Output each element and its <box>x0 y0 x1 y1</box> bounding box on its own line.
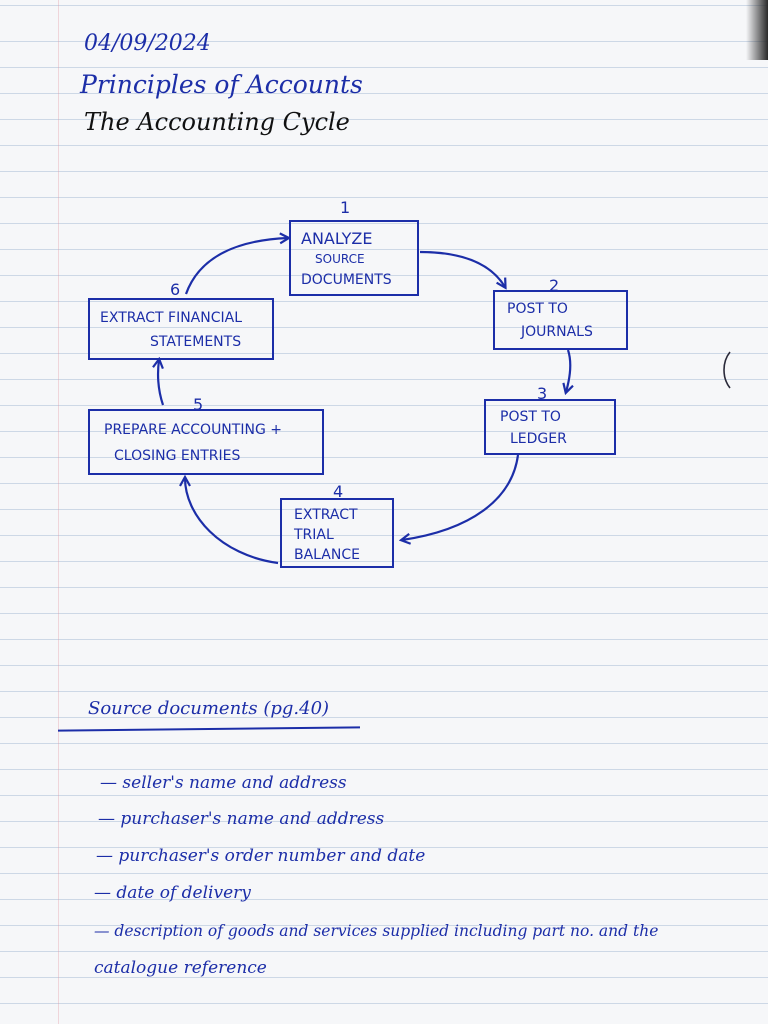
step-5-box: PREPARE ACCOUNTING + CLOSING ENTRIES <box>88 409 324 475</box>
arrow-1-to-2 <box>419 250 505 287</box>
page-corner-shadow <box>746 0 768 60</box>
step-2-line-1: POST TO <box>507 301 568 317</box>
step-6-line-2: STATEMENTS <box>150 334 242 350</box>
note-item: catalogue reference <box>94 958 267 978</box>
step-3-line-1: POST TO <box>500 409 561 425</box>
margin-mark <box>723 351 731 389</box>
step-4-line-3: BALANCE <box>294 547 360 563</box>
step-2-box: POST TO JOURNALS <box>493 290 628 350</box>
arrow-4-to-5 <box>185 478 279 565</box>
note-item: — seller's name and address <box>100 773 347 793</box>
step-2-line-2: JOURNALS <box>521 324 593 340</box>
step-4-line-1: EXTRACT <box>294 507 358 523</box>
arrow-5-to-6 <box>158 360 165 406</box>
step-1-box: ANALYZE SOURCE DOCUMENTS <box>289 220 419 296</box>
arrow-3-to-4 <box>402 454 520 540</box>
note-item: — purchaser's name and address <box>98 809 385 829</box>
step-5-line-2: CLOSING ENTRIES <box>114 448 241 464</box>
margin-line <box>58 0 59 1024</box>
step-6-number: 6 <box>170 280 181 299</box>
step-6-box: EXTRACT FINANCIAL STATEMENTS <box>88 298 274 360</box>
step-3-number: 3 <box>537 384 548 403</box>
step-1-line-3: DOCUMENTS <box>301 272 392 288</box>
step-1-number: 1 <box>340 198 351 217</box>
source-documents-heading: Source documents (pg.40) <box>88 698 330 719</box>
step-4-line-2: TRIAL <box>294 527 334 543</box>
arrow-2-to-3 <box>566 349 570 392</box>
step-1-line-1: ANALYZE <box>301 229 373 248</box>
step-2-number: 2 <box>549 276 560 295</box>
note-item: — description of goods and services supp… <box>94 922 659 940</box>
step-6-line-1: EXTRACT FINANCIAL <box>100 310 242 326</box>
step-1-line-2: SOURCE <box>315 252 365 266</box>
note-item: — date of delivery <box>94 883 251 903</box>
page-title: The Accounting Cycle <box>84 108 350 136</box>
step-3-box: POST TO LEDGER <box>484 399 616 455</box>
step-5-number: 5 <box>193 395 204 414</box>
arrow-6-to-1 <box>184 238 288 295</box>
subject-heading: Principles of Accounts <box>80 70 363 99</box>
step-4-number: 4 <box>333 482 344 501</box>
step-5-line-1: PREPARE ACCOUNTING + <box>104 422 282 438</box>
page-date: 04/09/2024 <box>84 31 211 56</box>
step-3-line-2: LEDGER <box>510 431 567 447</box>
step-4-box: EXTRACT TRIAL BALANCE <box>280 498 394 568</box>
note-item: — purchaser's order number and date <box>96 846 426 866</box>
